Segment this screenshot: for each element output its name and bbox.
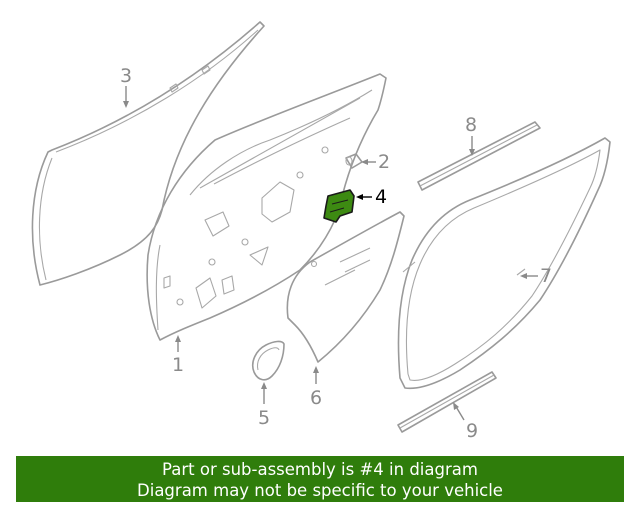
water-shield — [286, 211, 405, 363]
parts-diagram — [31, 21, 611, 433]
callout-7: 7 — [540, 265, 553, 287]
callout-2: 2 — [378, 151, 391, 173]
outer-door-panel — [31, 21, 265, 286]
door-weatherstrip — [397, 137, 611, 390]
callout-9: 9 — [466, 420, 479, 442]
banner-line-1: Part or sub-assembly is #4 in diagram — [162, 460, 478, 479]
info-banner: Part or sub-assembly is #4 in diagram Di… — [16, 456, 624, 502]
callout-1: 1 — [172, 354, 185, 376]
lower-molding — [397, 371, 497, 433]
door-lock-actuator — [323, 189, 355, 223]
leader-lines — [123, 86, 538, 421]
upper-weatherstrip — [417, 121, 541, 191]
banner-line-2: Diagram may not be specific to your vehi… — [137, 481, 503, 500]
inner-door-frame — [146, 73, 387, 341]
callout-6: 6 — [310, 387, 323, 409]
callout-5: 5 — [258, 407, 271, 429]
callout-8: 8 — [465, 114, 478, 136]
callout-4: 4 — [375, 186, 388, 208]
hole-cover — [251, 340, 285, 381]
callout-3: 3 — [120, 65, 133, 87]
